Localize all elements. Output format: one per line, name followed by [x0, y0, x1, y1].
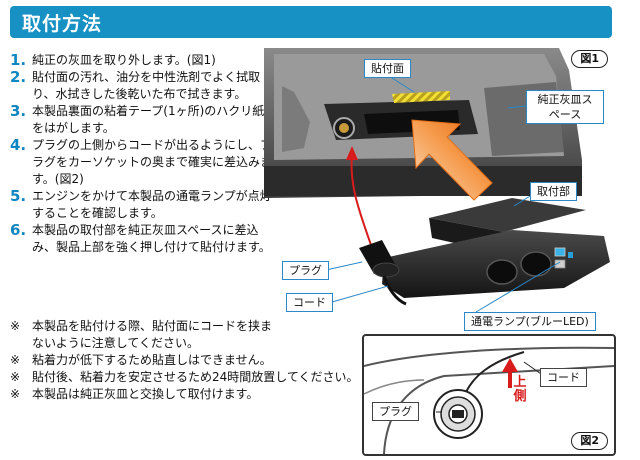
label-mount-surface: 貼付面 — [364, 59, 411, 78]
step-item: 4. プラグの上側からコードが出るようにし、プラグをカーソケットの奥まで確実に差込… — [10, 137, 272, 188]
step-item: 3. 本製品裏面の粘着テープ(1ヶ所)のハクリ紙をはがします。 — [10, 103, 272, 137]
step-text: プラグの上側からコードが出るようにし、プラグをカーソケットの奥まで確実に差込みま… — [32, 138, 273, 186]
step-number: 2. — [10, 68, 27, 86]
step-number: 4. — [10, 136, 27, 154]
label-ashtray-space-text: 純正灰皿スペース — [537, 93, 593, 121]
caution-notes: ※ 本製品を貼付ける際、貼付面にコードを挟まないように注意してください。 ※ 粘着力… — [10, 318, 362, 403]
label-upper-side: 上側 — [513, 375, 527, 404]
step-text: 純正の灰皿を取り外します。(図1) — [32, 53, 216, 67]
step-number: 3. — [10, 102, 27, 120]
note-text: 貼付後、粘着力を安定させるため24時間放置してください。 — [32, 370, 359, 384]
note-item: ※ 粘着力が低下するため貼直しはできません。 — [10, 352, 362, 369]
label-ashtray-space: 純正灰皿スペース — [526, 90, 604, 124]
note-text: 本製品は純正灰皿と交換して取付けます。 — [32, 387, 259, 401]
step-text: エンジンをかけて本製品の通電ランプが点灯することを確認します。 — [32, 189, 272, 220]
step-number: 5. — [10, 187, 27, 205]
section-header: 取付方法 — [10, 6, 612, 38]
label-plug: プラグ — [282, 261, 329, 280]
figure-2-illustration — [364, 346, 614, 454]
figure-1-illustration — [264, 48, 610, 313]
figure-1-tag: 図1 — [571, 50, 608, 68]
insertion-arrow — [411, 119, 493, 201]
label-lamp: 通電ランプ(ブルーLED) — [464, 312, 596, 331]
step-item: 1. 純正の灰皿を取り外します。(図1) — [10, 52, 272, 69]
section-title: 取付方法 — [22, 13, 103, 35]
label-cord-fig2: コード — [540, 368, 587, 387]
figure-2: 上側 コード プラグ 図2 — [362, 334, 616, 456]
step-item: 5. エンジンをかけて本製品の通電ランプが点灯することを確認します。 — [10, 188, 272, 222]
note-mark: ※ — [10, 370, 21, 384]
step-item: 6. 本製品の取付部を純正灰皿スペースに差込み、製品上部を強く押し付けて貼付けます… — [10, 222, 272, 256]
step-item: 2. 貼付面の汚れ、油分を中性洗剤でよく拭取り、水拭きした後乾いた布で拭きます。 — [10, 69, 272, 103]
cord-arrow — [350, 155, 373, 249]
label-cord: コード — [286, 293, 333, 312]
figure-2-tag: 図2 — [571, 432, 608, 450]
figure-1: 図1 貼付面 純正灰皿スペース 取付部 プラグ コード 通電ランプ(ブルーLED… — [264, 48, 612, 338]
note-mark: ※ — [10, 319, 21, 333]
plug — [359, 240, 407, 306]
step-text: 本製品の取付部を純正灰皿スペースに差込み、製品上部を強く押し付けて貼付けます。 — [32, 223, 271, 254]
label-plug-fig2: プラグ — [372, 402, 419, 421]
note-item: ※ 本製品を貼付ける際、貼付面にコードを挟まないように注意してください。 — [10, 318, 362, 352]
step-text: 本製品裏面の粘着テープ(1ヶ所)のハクリ紙をはがします。 — [32, 104, 265, 135]
note-mark: ※ — [10, 353, 21, 367]
note-item: ※ 貼付後、粘着力を安定させるため24時間放置してください。 — [10, 369, 362, 386]
note-mark: ※ — [10, 387, 21, 401]
step-number: 6. — [10, 221, 27, 239]
step-number: 1. — [10, 51, 27, 69]
label-mount-part: 取付部 — [530, 182, 577, 201]
holder-product — [382, 198, 610, 298]
step-text: 貼付面の汚れ、油分を中性洗剤でよく拭取り、水拭きした後乾いた布で拭きます。 — [32, 70, 261, 101]
note-text: 粘着力が低下するため貼直しはできません。 — [32, 353, 272, 367]
instruction-steps: 1. 純正の灰皿を取り外します。(図1) 2. 貼付面の汚れ、油分を中性洗剤でよく拭… — [10, 52, 272, 256]
note-item: ※ 本製品は純正灰皿と交換して取付けます。 — [10, 386, 362, 403]
note-text: 本製品を貼付ける際、貼付面にコードを挟まないように注意してください。 — [32, 319, 273, 350]
